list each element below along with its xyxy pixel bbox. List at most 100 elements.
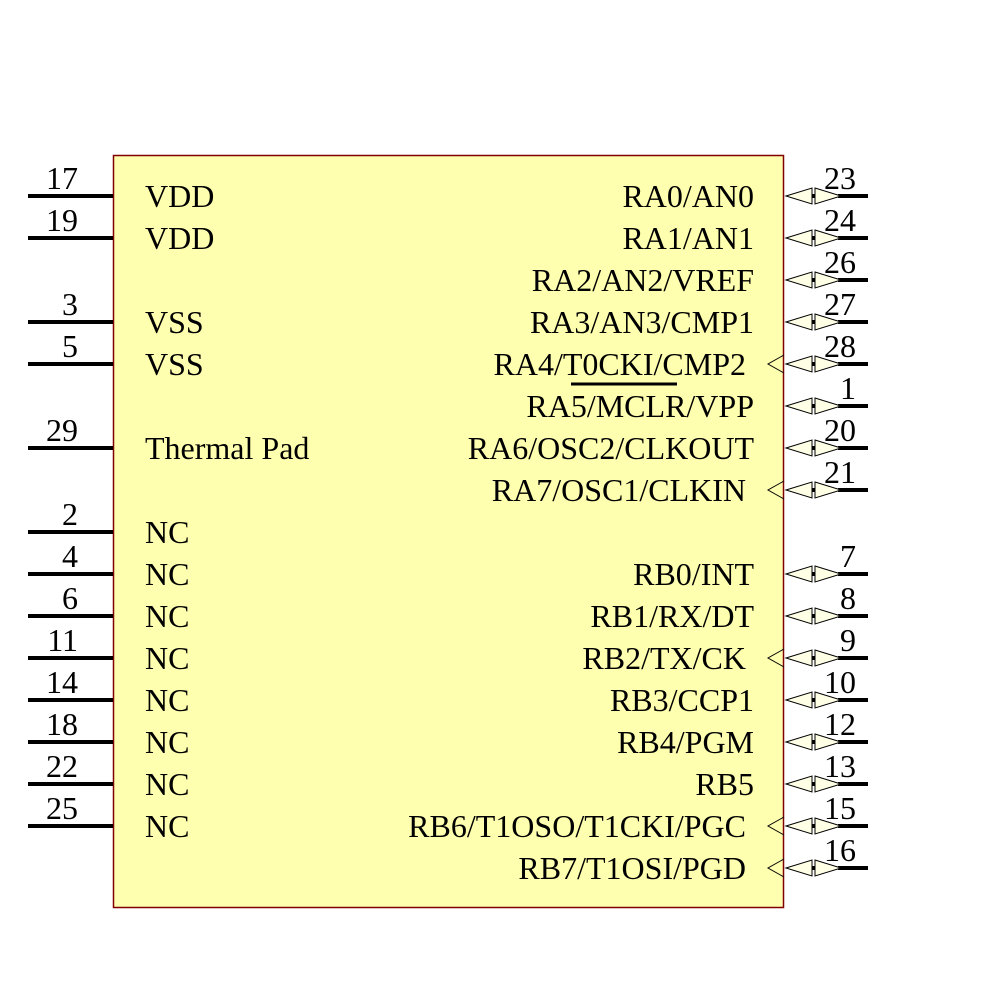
pin-number: 6 <box>62 580 78 616</box>
pin-number: 18 <box>46 706 78 742</box>
pin-number: 9 <box>840 622 856 658</box>
pin-name: NC <box>145 640 189 676</box>
pin-name: RA7/OSC1/CLKIN <box>492 472 746 508</box>
pin-name: VSS <box>145 304 204 340</box>
pin-name: RB5 <box>695 766 754 802</box>
bidirectional-arrow-icon <box>784 775 843 793</box>
pin-name: RA0/AN0 <box>622 178 754 214</box>
pin-number: 28 <box>824 328 856 364</box>
pin-number: 29 <box>46 412 78 448</box>
bidirectional-arrow-icon <box>784 733 843 751</box>
open-input-indicator-icon <box>766 354 785 374</box>
pin-number: 25 <box>46 790 78 826</box>
pin-number: 1 <box>840 370 856 406</box>
bidirectional-arrow-icon <box>784 187 843 205</box>
pin-name: RB1/RX/DT <box>590 598 754 634</box>
pin-number: 4 <box>62 538 78 574</box>
right-pin-group: 23RA0/AN024RA1/AN126RA2/AN2/VREF27RA3/AN… <box>408 160 868 886</box>
pin-number: 23 <box>824 160 856 196</box>
bidirectional-arrow-icon <box>784 355 843 373</box>
pin-number: 13 <box>824 748 856 784</box>
pin-number: 24 <box>824 202 856 238</box>
pin-number: 17 <box>46 160 78 196</box>
bidirectional-arrow-icon <box>784 649 843 667</box>
pin-number: 10 <box>824 664 856 700</box>
pin-name: RA1/AN1 <box>622 220 754 256</box>
pin-name: NC <box>145 514 189 550</box>
pin-name: NC <box>145 724 189 760</box>
pin-number: 8 <box>840 580 856 616</box>
bidirectional-arrow-icon <box>784 481 843 499</box>
pin-number: 20 <box>824 412 856 448</box>
bidirectional-arrow-icon <box>784 397 843 415</box>
pin-name: RB3/CCP1 <box>610 682 754 718</box>
bidirectional-arrow-icon <box>784 439 843 457</box>
pin-number: 3 <box>62 286 78 322</box>
pin-name: RB2/TX/CK <box>582 640 746 676</box>
pin-name: Thermal Pad <box>145 430 309 466</box>
pin-number: 22 <box>46 748 78 784</box>
pin-name: NC <box>145 766 189 802</box>
pin-name: NC <box>145 682 189 718</box>
pin-name: RA4/T0CKI/CMP2 <box>494 346 746 382</box>
pin-number: 19 <box>46 202 78 238</box>
bidirectional-arrow-icon <box>784 607 843 625</box>
pin-number: 15 <box>824 790 856 826</box>
open-input-indicator-icon <box>766 480 785 500</box>
pin-number: 11 <box>47 622 78 658</box>
pin-number: 2 <box>62 496 78 532</box>
bidirectional-arrow-icon <box>784 565 843 583</box>
open-input-indicator-icon <box>766 816 785 836</box>
pin-name: RA2/AN2/VREF <box>532 262 754 298</box>
pin-number: 12 <box>824 706 856 742</box>
pin-name: RA5/MCLR/VPP <box>526 388 754 424</box>
open-input-indicator-icon <box>766 648 785 668</box>
pin-number: 26 <box>824 244 856 280</box>
pin-name: NC <box>145 598 189 634</box>
pin-name: VSS <box>145 346 204 382</box>
pin-name: NC <box>145 556 189 592</box>
pin-number: 14 <box>46 664 78 700</box>
pin-name: NC <box>145 808 189 844</box>
pin-name: RA3/AN3/CMP1 <box>530 304 754 340</box>
open-input-indicator-icon <box>766 858 785 878</box>
bidirectional-arrow-icon <box>784 817 843 835</box>
pin-name: RB4/PGM <box>617 724 754 760</box>
pin-name: RB6/T1OSO/T1CKI/PGC <box>408 808 746 844</box>
bidirectional-arrow-icon <box>784 271 843 289</box>
component-body[interactable] <box>112 154 785 909</box>
bidirectional-arrow-icon <box>784 691 843 709</box>
bidirectional-arrow-icon <box>784 229 843 247</box>
bidirectional-arrow-icon <box>784 313 843 331</box>
